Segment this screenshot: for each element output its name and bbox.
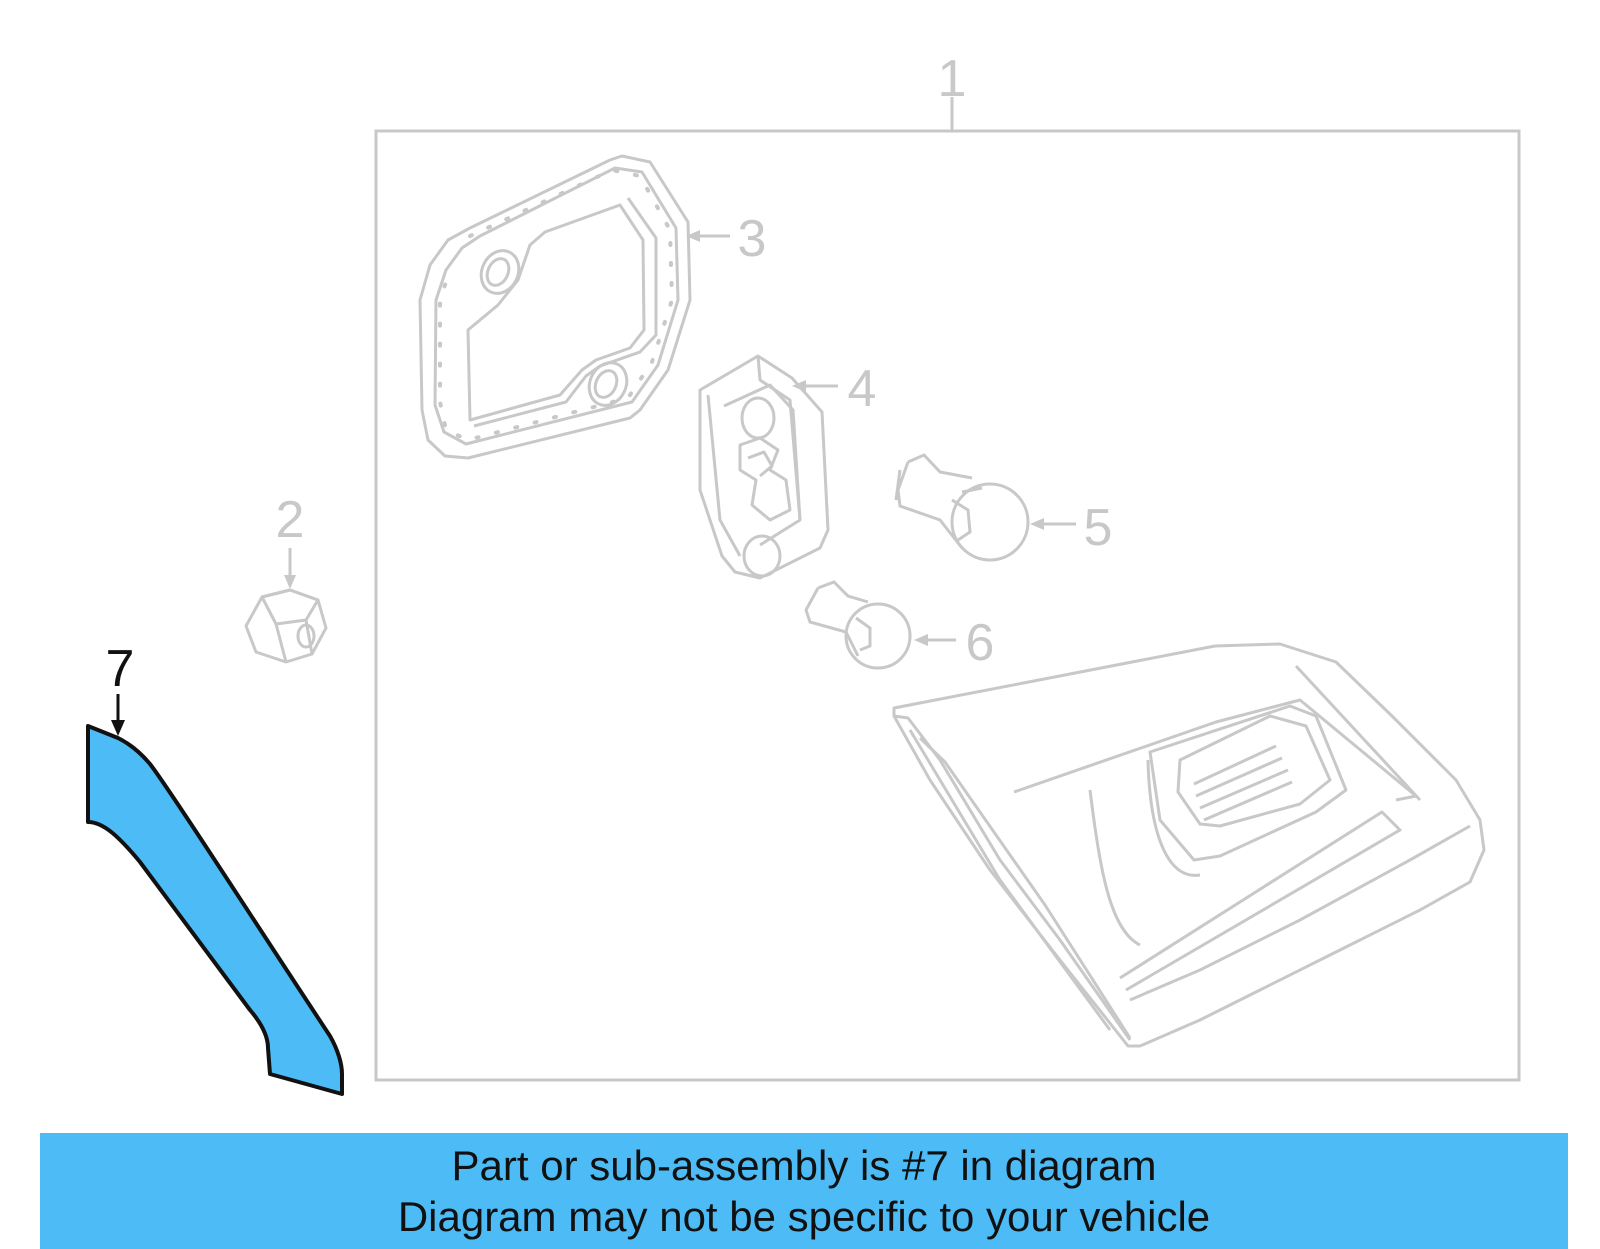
gasket-part <box>418 154 692 460</box>
banner-line-1: Part or sub-assembly is #7 in diagram <box>451 1142 1157 1189</box>
callout-6-arrowhead <box>914 634 928 646</box>
callout-3-arrowhead <box>686 230 700 242</box>
tail-lamp-part <box>892 642 1486 1048</box>
callout-4: 4 <box>848 360 877 418</box>
callout-4-arrowhead <box>792 380 806 392</box>
callout-3: 3 <box>738 210 767 268</box>
callout-1: 1 <box>938 50 967 108</box>
callout-6: 6 <box>966 614 995 672</box>
callout-2-arrowhead <box>284 575 296 589</box>
callout-2: 2 <box>276 491 305 549</box>
assembly-box <box>374 129 1521 1082</box>
info-banner: Part or sub-assembly is #7 in diagram Di… <box>40 1133 1568 1249</box>
callout-7-arrowhead <box>111 720 125 736</box>
bulb-5-part <box>894 453 1030 562</box>
trim-panel-part-7[interactable] <box>86 724 344 1096</box>
nut-part <box>244 588 328 664</box>
bulb-carrier-part <box>698 354 830 580</box>
callout-5: 5 <box>1084 499 1113 557</box>
bulb-6-part <box>804 580 912 670</box>
callout-5-arrowhead <box>1030 518 1044 530</box>
callout-7: 7 <box>106 640 135 698</box>
banner-line-2: Diagram may not be specific to your vehi… <box>397 1193 1211 1240</box>
